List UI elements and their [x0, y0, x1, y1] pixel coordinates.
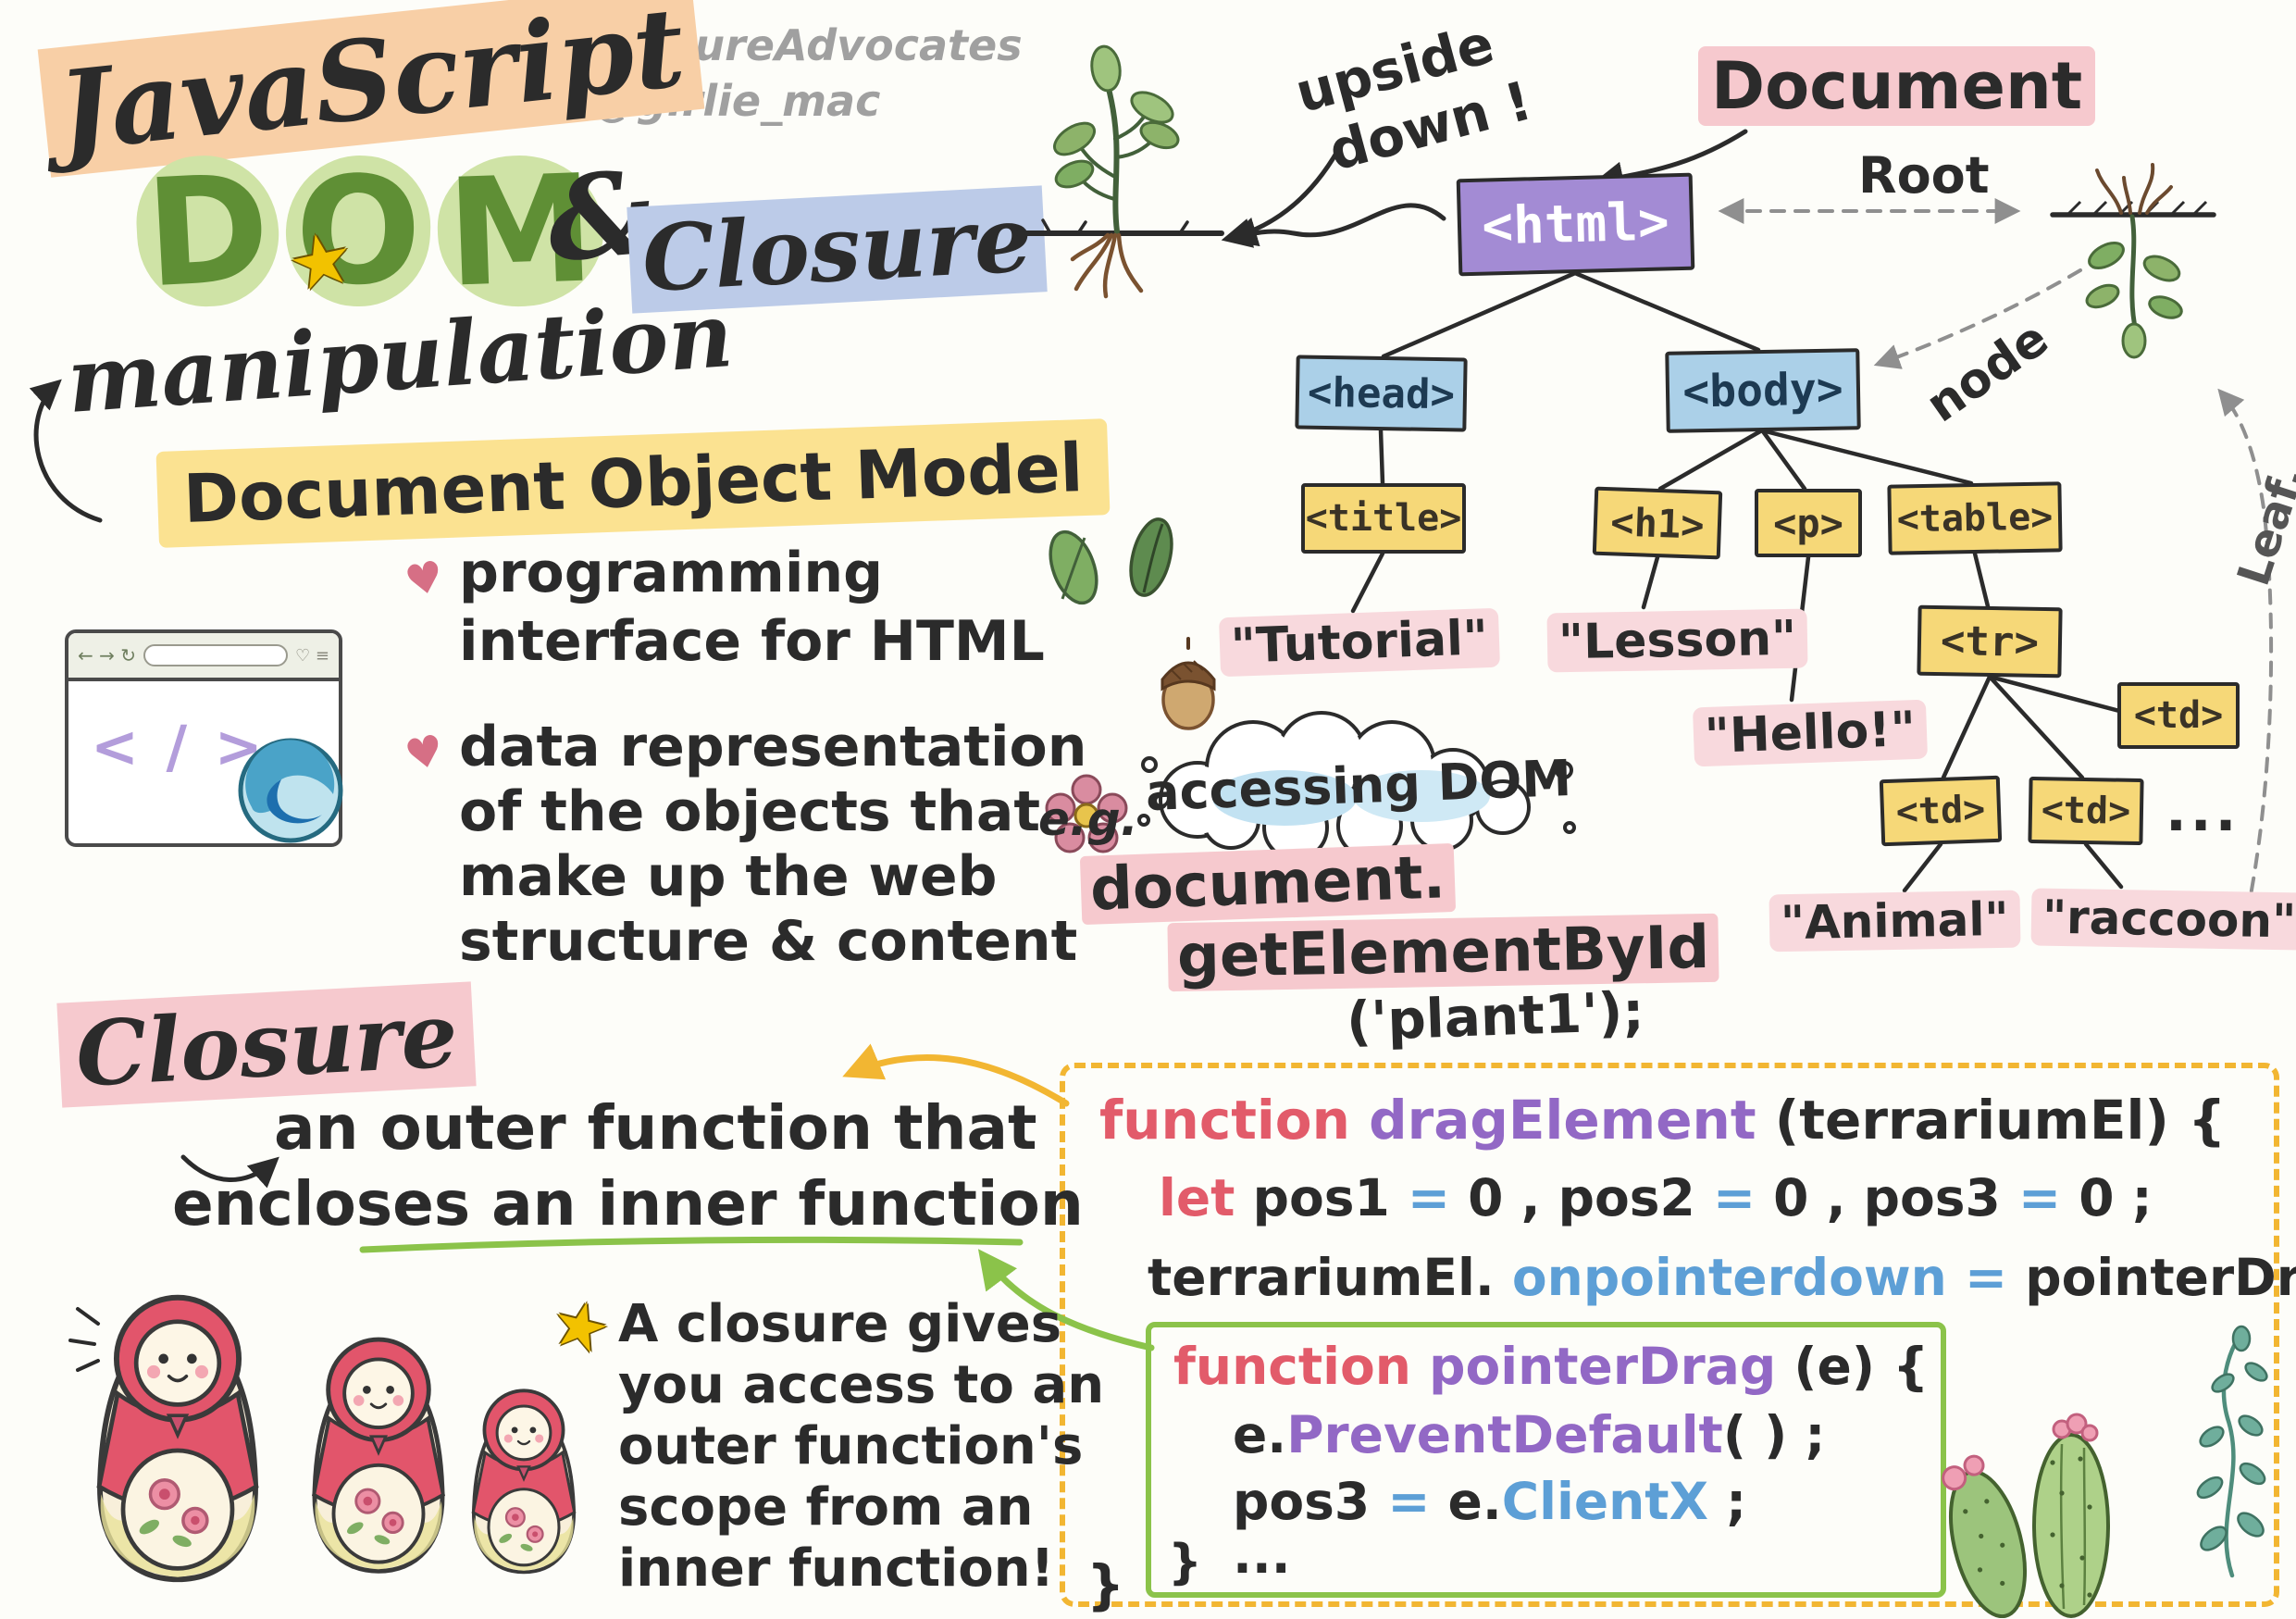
tree-node-html: <html>: [1456, 172, 1695, 277]
page-title-dom: D O M: [132, 142, 606, 320]
text-node-lesson: "Lesson": [1546, 608, 1808, 673]
cloud-label: accessing DOM: [1144, 748, 1573, 822]
bullet1-line1: programming: [459, 541, 884, 605]
code-inner-line4: ...: [1233, 1526, 1291, 1585]
closure-note-line4: scope from an: [618, 1477, 1034, 1538]
closure-heading: Closure: [56, 981, 478, 1108]
dom-letter-d: D: [132, 142, 282, 320]
tree-node-td: <td>: [2117, 682, 2240, 749]
browser-menu-icons: ♡ ≡: [295, 645, 329, 666]
browser-address-bar: [143, 644, 289, 666]
inner-function-arrow: [977, 1249, 1155, 1351]
roots-illustration: [2050, 163, 2216, 359]
accessing-code-line1: document.: [1079, 842, 1457, 926]
bullet2-line3: make up the web: [459, 844, 998, 909]
text-node-animal: "Animal": [1769, 890, 2021, 953]
definition-underline: [359, 1236, 1024, 1253]
bullet1-line2: interface for HTML: [459, 609, 1045, 674]
code-inner-close-brace: }: [1168, 1535, 1203, 1590]
root-label: Root: [1858, 146, 1990, 205]
succulent-illustration: [2196, 1325, 2268, 1578]
browser-nav-icons: ← → ↻: [78, 644, 136, 666]
code-outer-line2: let pos1 = 0 , pos2 = 0 , pos3 = 0 ;: [1159, 1168, 2153, 1227]
tree-node-table: <table>: [1887, 481, 2063, 555]
closure-code-panel: [1060, 1063, 2279, 1607]
manipulation-curl-arrow: [29, 379, 103, 523]
bullet2-line2: of the objects that: [459, 779, 1041, 844]
code-inner-line2: e.PreventDefault( ) ;: [1233, 1405, 1826, 1464]
closure-note-line2: you access to an: [618, 1355, 1105, 1415]
closure-note-line3: outer function's: [618, 1416, 1084, 1476]
text-node-raccoon: "raccoon": [2030, 888, 2296, 951]
bullet2-line1: data representation: [459, 715, 1087, 779]
eg-label: e.g.: [1038, 792, 1138, 846]
code-outer-line1: function dragElement (terrariumEl) {: [1099, 1089, 2227, 1152]
leaf-arrow: [2217, 388, 2274, 916]
code-inner-line3: pos3 = e.ClientX ;: [1233, 1472, 1747, 1531]
bullet2-line4: structure & content: [459, 909, 1078, 974]
tree-node-td: <td>: [2028, 776, 2144, 846]
tree-node-tr: <tr>: [1917, 604, 2063, 679]
tree-node-title: <title>: [1301, 483, 1466, 554]
text-node-tutorial: "Tutorial": [1218, 607, 1500, 678]
accessing-code-line3: ('plant1');: [1345, 979, 1645, 1053]
flower-icon: [1045, 774, 1128, 853]
matryoshka-illustration: [68, 1250, 577, 1618]
cloud-bubble: [1137, 711, 1576, 859]
html-plant-arrow: [1226, 203, 1446, 247]
closure-def-line2: encloses an inner function: [172, 1168, 1084, 1239]
code-outer-close-brace: }: [1086, 1553, 1125, 1616]
browser-illustration: ← → ↻ ♡ ≡ < / >: [65, 629, 343, 847]
cactus-illustration: [1942, 1413, 2110, 1618]
tree-edges: [1350, 270, 2124, 893]
leaf-decor-icon: [1129, 517, 1173, 597]
code-outer-line3: terrariumEl. onpointerdown = pointerDrag…: [1148, 1248, 2296, 1307]
plant-illustration: [1015, 44, 1224, 299]
edge-logo-icon: [238, 738, 343, 843]
tree-node-td: <td>: [1879, 775, 2003, 847]
browser-code-glyph: < / >: [91, 713, 267, 780]
tree-ellipsis: ...: [2166, 779, 2240, 844]
tree-node-p: <p>: [1755, 489, 1862, 557]
inner-function-box: [1146, 1322, 1946, 1598]
acorn-icon: [1160, 637, 1216, 730]
accessing-dom-cloud: accessing DOM: [1136, 711, 1581, 859]
sparkle-icon: [68, 1307, 100, 1372]
text-node-hello: "Hello!": [1692, 699, 1929, 767]
tree-node-h1: <h1>: [1592, 486, 1723, 560]
tree-node-body: <body>: [1665, 348, 1861, 433]
closure-note-line5: inner function!: [618, 1538, 1055, 1599]
closure-def-line1: an outer function that: [274, 1092, 1037, 1164]
hand-arrows: [29, 129, 1748, 1189]
leaf-decor-icon: [1049, 529, 1098, 605]
closure-note-line1: A closure gives: [618, 1294, 1062, 1354]
document-label: Document: [1698, 46, 2096, 126]
metaphor-arrows: [1718, 198, 2274, 916]
browser-toolbar: ← → ↻ ♡ ≡: [68, 633, 339, 681]
code-inner-line1: function pointerDrag (e) {: [1173, 1337, 1930, 1396]
node-arrow: [1873, 268, 2082, 369]
closure-hook-arrow: [180, 1154, 279, 1189]
outer-function-arrow: [842, 1043, 1070, 1107]
tree-node-head: <head>: [1295, 355, 1468, 432]
